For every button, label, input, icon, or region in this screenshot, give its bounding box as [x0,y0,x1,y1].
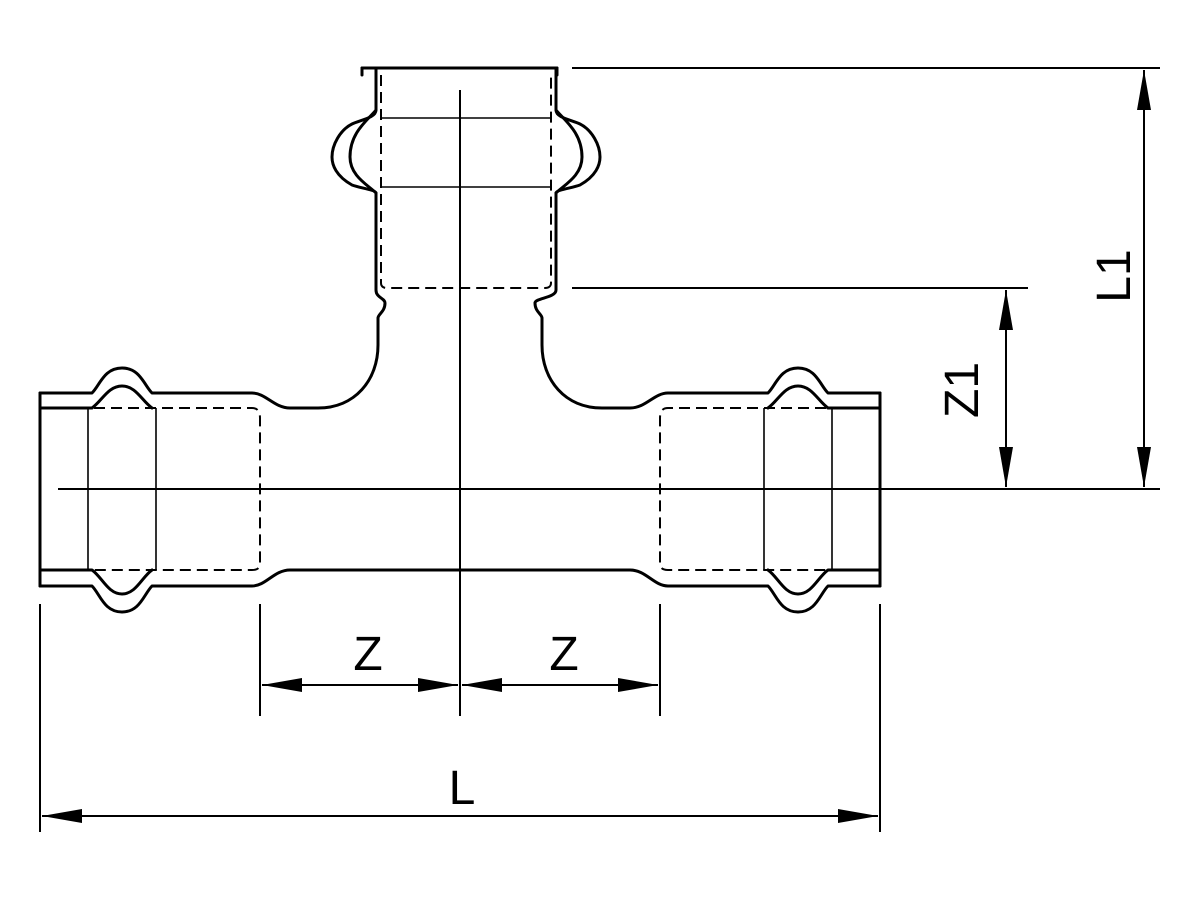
left-bead-inner-bottom [38,568,154,596]
label-z-left: Z [353,628,382,681]
run-top-edge-left [38,66,387,410]
arrowhead [838,809,878,823]
branch-socket-bore [380,75,552,289]
left-bead-inner-top [38,384,154,410]
tee-inner-wall [38,66,882,596]
label-l: L [449,762,476,815]
dimension-l: L [42,762,878,823]
label-z1: Z1 [936,362,989,418]
arrowhead [418,678,458,692]
arrowhead [1137,447,1151,487]
arrowhead [618,678,658,692]
arrowhead [999,290,1013,330]
branch-bead-inner-left [348,66,378,195]
dimension-z1: Z1 [936,290,1013,487]
right-bead-inner-top [766,384,882,410]
arrowhead [999,447,1013,487]
arrowhead [462,678,502,692]
dimension-l1: L1 [1088,70,1151,487]
dimension-z-left: Z [262,628,458,692]
extension-lines [39,67,1160,832]
arrowhead [1137,70,1151,110]
dimension-z-right: Z [462,628,658,692]
run-top-edge-right [533,66,882,410]
arrowhead [42,809,82,823]
label-l1: L1 [1088,249,1141,302]
branch-bead-inner-right [554,66,584,195]
label-z-right: Z [549,628,578,681]
arrowhead [262,678,302,692]
right-bead-inner-bottom [766,568,882,596]
center-lines [58,90,1160,716]
